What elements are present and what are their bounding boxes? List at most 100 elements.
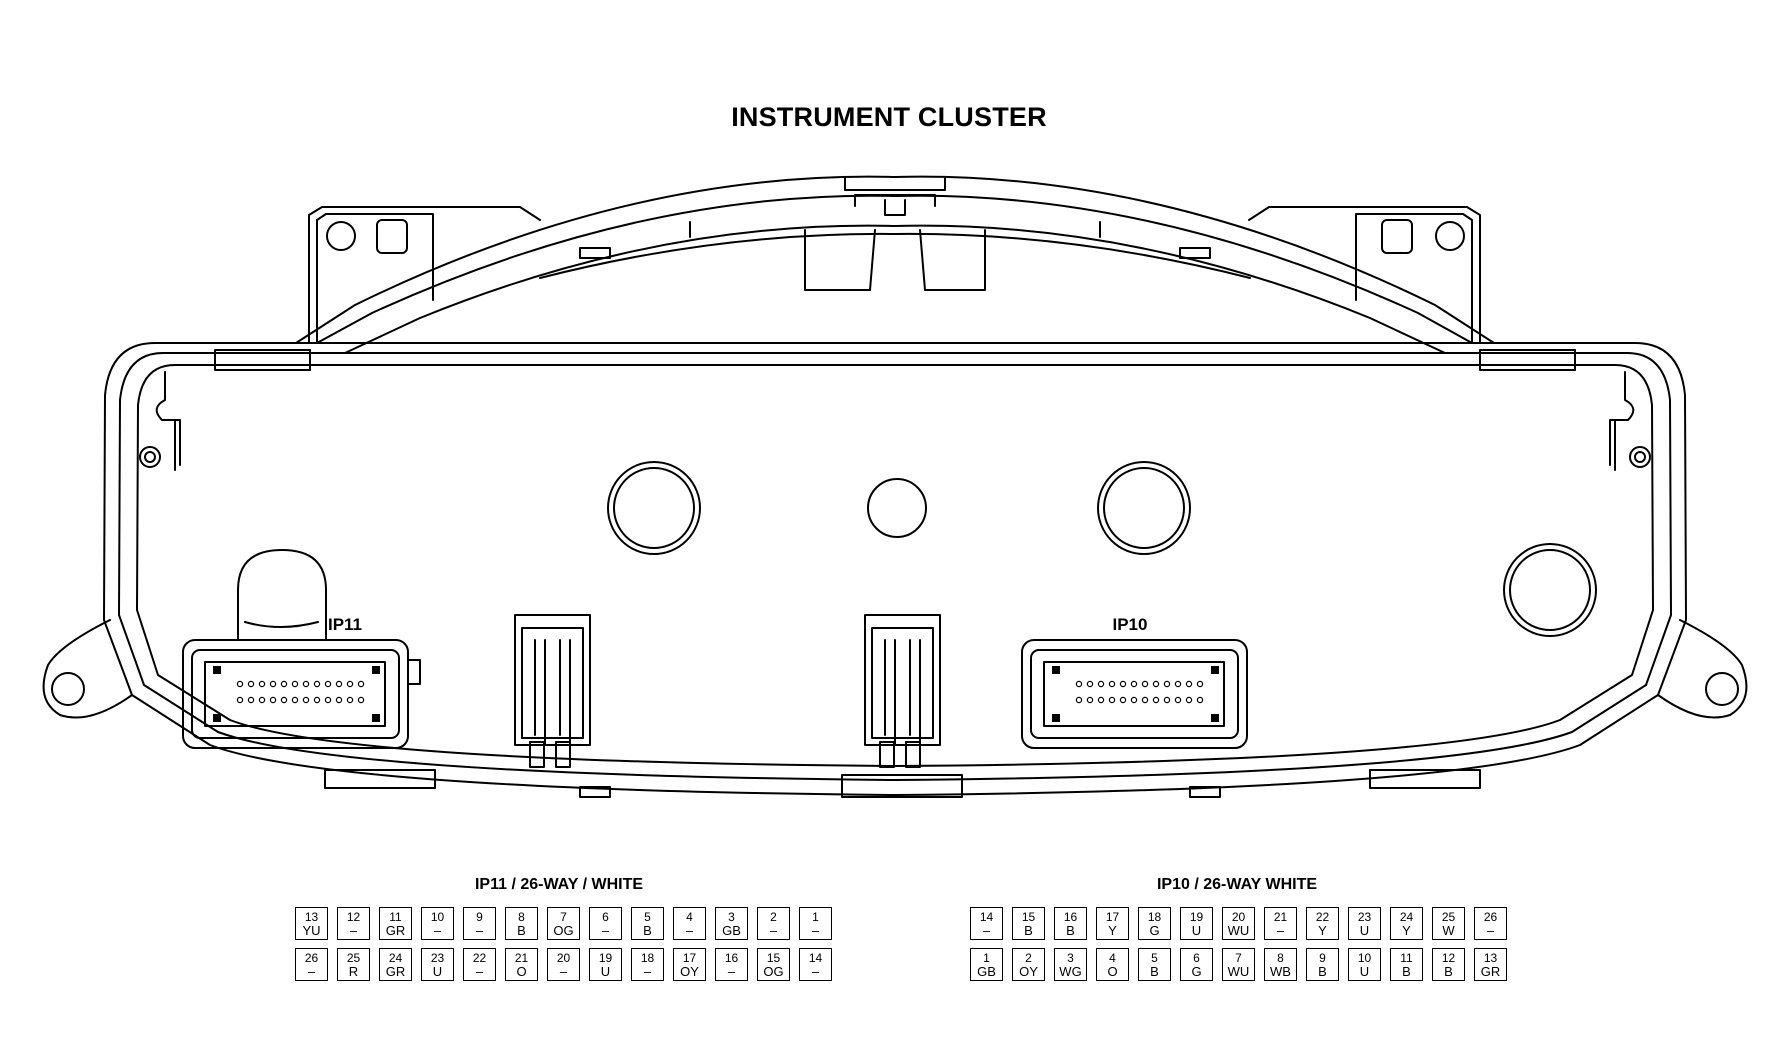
wire-color: B — [1402, 963, 1411, 979]
pin-number: 19 — [598, 950, 613, 965]
ip11-connector — [182, 549, 421, 749]
wire-color: Y — [1108, 922, 1117, 938]
wire-color: – — [475, 922, 484, 938]
wire-color: YU — [302, 922, 321, 938]
pin-number: 8 — [518, 909, 525, 924]
pin-number: 11 — [389, 909, 402, 924]
pin-number: 7 — [560, 909, 567, 924]
pin-number: 25 — [346, 950, 361, 965]
pin-number: 15 — [766, 950, 781, 965]
pin-cell: 26– — [1474, 907, 1507, 940]
pin-number: 21 — [1273, 909, 1288, 924]
pin-cell: 21– — [1264, 907, 1297, 940]
pin-cell: 9– — [463, 907, 496, 940]
wire-color: B — [643, 922, 652, 938]
pin-number: 12 — [1441, 950, 1456, 965]
pin-cell: 16– — [715, 948, 748, 981]
pin-number: 13 — [1483, 950, 1498, 965]
gauge-openings — [607, 461, 1597, 637]
wire-color: B — [1318, 963, 1327, 979]
pin-cell: 20– — [547, 948, 580, 981]
wire-color: GR — [385, 922, 406, 938]
pin-number: 17 — [1105, 909, 1120, 924]
wire-color: U — [1359, 963, 1370, 979]
wire-color: B — [1444, 963, 1453, 979]
wire-color: U — [1191, 922, 1202, 938]
pin-cell: 1– — [799, 907, 832, 940]
pin-number: 3 — [1067, 950, 1074, 965]
pin-cell: 22– — [463, 948, 496, 981]
wire-color: – — [982, 922, 991, 938]
wire-color: – — [349, 922, 358, 938]
wire-color: – — [643, 963, 652, 979]
wire-color: U — [600, 963, 611, 979]
ip11-label: IP11 — [328, 615, 362, 634]
pin-number: 6 — [1193, 950, 1200, 965]
wire-color: GB — [977, 963, 996, 979]
pin-number: 24 — [388, 950, 403, 965]
pin-number: 25 — [1441, 909, 1456, 924]
pin-number: 9 — [476, 909, 483, 924]
pin-number: 4 — [1109, 950, 1116, 965]
pin-cell: 14– — [799, 948, 832, 981]
left-mount-bracket — [308, 206, 541, 344]
pin-number: 10 — [430, 909, 445, 924]
pin-cell: 6– — [589, 907, 622, 940]
pin-number: 11 — [1400, 950, 1413, 965]
wire-color: – — [769, 922, 778, 938]
bottom-tabs — [324, 769, 1481, 798]
ip10-connector — [1021, 639, 1248, 749]
wire-color: B — [1024, 922, 1033, 938]
pin-number: 8 — [1277, 950, 1284, 965]
pin-number: 20 — [556, 950, 571, 965]
wire-color: U — [432, 963, 443, 979]
wire-color: – — [475, 963, 484, 979]
wire-color: – — [307, 963, 316, 979]
wire-color: W — [1442, 922, 1455, 938]
pin-number: 1 — [812, 909, 819, 924]
pin-number: 17 — [682, 950, 697, 965]
wire-color: WB — [1270, 963, 1291, 979]
ip11-table-title: IP11 / 26-WAY / WHITE — [474, 876, 644, 893]
wire-color: – — [433, 922, 442, 938]
wire-color: WG — [1059, 963, 1082, 979]
wire-color: – — [685, 922, 694, 938]
right-mount-bracket — [1248, 206, 1481, 344]
pin-cell: 18– — [631, 948, 664, 981]
pin-number: 14 — [979, 909, 994, 924]
ip10-table-title: IP10 / 26-WAY WHITE — [1156, 876, 1318, 893]
wire-color: OG — [763, 963, 784, 979]
wire-color: GB — [722, 922, 741, 938]
pin-number: 23 — [1357, 909, 1372, 924]
pin-number: 6 — [602, 909, 609, 924]
wire-color: GR — [1480, 963, 1501, 979]
wire-color: – — [811, 922, 820, 938]
wire-color: U — [1359, 922, 1370, 938]
pin-number: 14 — [808, 950, 823, 965]
pin-number: 4 — [686, 909, 693, 924]
wire-color: – — [727, 963, 736, 979]
pin-cell: 10– — [421, 907, 454, 940]
pin-cell: 26– — [295, 948, 328, 981]
wire-color: B — [1150, 963, 1159, 979]
pin-number: 3 — [728, 909, 735, 924]
right-mounting-ear — [1657, 619, 1748, 719]
pin-number: 1 — [983, 950, 990, 965]
pin-cell: 14– — [970, 907, 1003, 940]
